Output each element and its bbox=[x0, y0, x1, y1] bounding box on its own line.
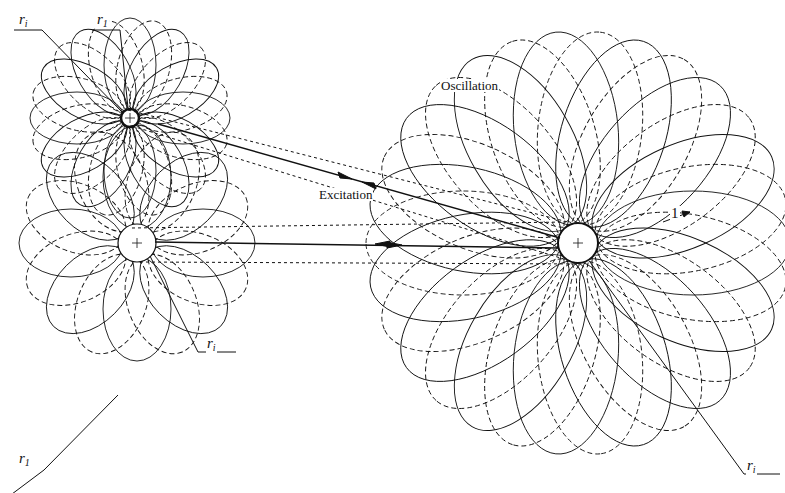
rosette-loop bbox=[542, 33, 729, 253]
radius-label: r1 bbox=[18, 451, 31, 468]
rosette-loop bbox=[103, 125, 171, 229]
rosette-loop bbox=[528, 27, 652, 231]
rosette-loop bbox=[542, 233, 729, 453]
rosette-loop bbox=[19, 209, 123, 277]
link-label: Excitation bbox=[318, 188, 373, 201]
rosette-loop bbox=[585, 196, 785, 338]
rosette-loop bbox=[116, 29, 219, 132]
rosette-loop bbox=[573, 203, 785, 377]
rosette-loop bbox=[60, 121, 163, 243]
leader-lines bbox=[8, 30, 780, 493]
rosette-loop bbox=[398, 222, 605, 436]
rosette-loop bbox=[116, 104, 219, 207]
rosette-loop bbox=[534, 244, 693, 461]
rosette-loop bbox=[585, 148, 785, 290]
rosette-loop bbox=[15, 217, 137, 320]
callout-number: 1 bbox=[670, 206, 680, 221]
rosette-loop bbox=[79, 15, 154, 119]
rosette-loop bbox=[360, 196, 571, 338]
radius-label: ri bbox=[746, 458, 757, 475]
rosette-loop bbox=[504, 27, 628, 231]
center-mark bbox=[573, 238, 583, 248]
radius-label: ri bbox=[206, 336, 217, 353]
links bbox=[128, 110, 582, 264]
rosette-loop bbox=[366, 191, 560, 295]
center-mark bbox=[132, 238, 142, 248]
rosette-loop bbox=[427, 33, 614, 253]
hub-circle bbox=[558, 223, 598, 263]
link-label: Oscillation bbox=[440, 79, 499, 92]
rosette-loop bbox=[463, 244, 622, 461]
radius-label: ri bbox=[18, 12, 29, 29]
rosette-loop bbox=[111, 243, 214, 365]
rosette-loop bbox=[363, 109, 583, 283]
center-mark bbox=[125, 113, 135, 123]
rosette-loop bbox=[534, 25, 693, 242]
rosette-loop bbox=[504, 255, 628, 459]
rosette-loop bbox=[573, 109, 785, 283]
rosette-loop bbox=[463, 25, 622, 242]
rosette-loop bbox=[104, 18, 156, 112]
rosette-loop bbox=[137, 166, 259, 269]
rosette-loop bbox=[427, 233, 614, 453]
rosette-loop bbox=[103, 257, 171, 361]
rosette-loop bbox=[528, 255, 652, 459]
rosette-loop bbox=[551, 51, 758, 265]
rosette-right bbox=[360, 25, 785, 460]
radius-label: r1 bbox=[96, 12, 109, 29]
